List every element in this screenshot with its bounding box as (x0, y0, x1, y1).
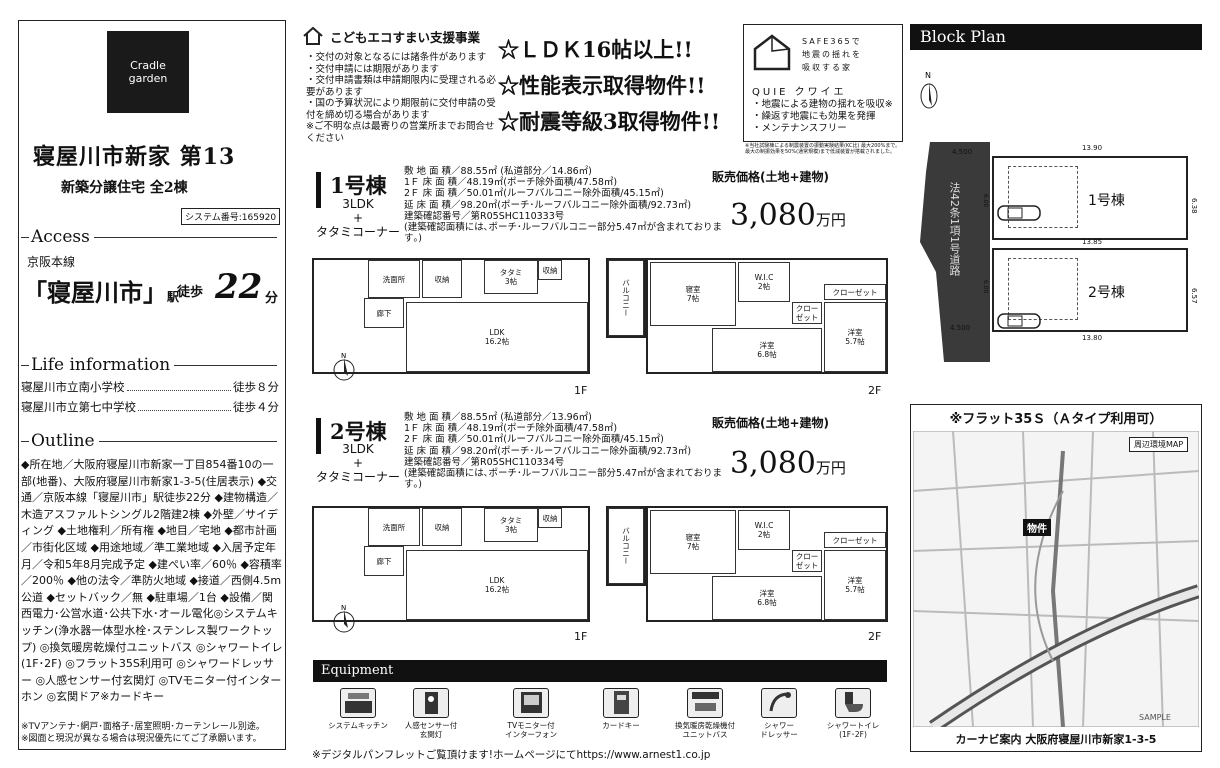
quie-box: SAFE365で地震の揺れを吸収する家 QUIE クワイエ ・地震による建物の揺… (743, 24, 903, 142)
equip-shower-dresser: シャワー ドレッサー (744, 688, 814, 739)
floor-label-1f: 1F (574, 630, 588, 643)
equip-bath-dryer: 換気暖房乾燥機付 ユニットバス (670, 688, 740, 739)
outline-text: ◆所在地／大阪府寝屋川市新家一丁目854番10の一部(地番)、大阪府寝屋川市新家… (21, 458, 283, 704)
car-icon (997, 313, 1041, 329)
access-minutes-unit: 分 (265, 291, 279, 306)
north-arrow-icon: N (918, 70, 940, 114)
pr-line-2: ☆性能表示取得物件!! (498, 73, 706, 98)
dim-road-2: 4.500 (950, 324, 971, 332)
house1-price-label: 販売価格(土地+建物) (712, 170, 830, 184)
quie-house-icon (753, 34, 791, 71)
dim-top: 13.90 (1082, 144, 1103, 152)
house2-name: 2号棟 (330, 419, 387, 444)
floor-label-2f: 2F (868, 384, 882, 397)
access-line: 京阪本線 (27, 255, 76, 269)
access-station: 「寝屋川市」駅 (23, 278, 180, 307)
house1-layout: 3LDK+タタミコーナー (315, 197, 400, 239)
equip-sensor-light: 人感センサー付 玄関灯 (396, 688, 466, 739)
road-label: 法42条1項1号道路 (948, 182, 961, 276)
floor-label-2f: 2F (868, 630, 882, 643)
dim-side-2: 6.57 (1190, 288, 1198, 304)
equip-card-key: カードキー (586, 688, 656, 730)
house2-specs: 敷 地 面 積／88.55㎡ (私道部分／13.96㎡)1Ｆ 床 面 積／48.… (404, 412, 723, 491)
life-item: 寝屋川市立南小学校徒歩８分 (21, 380, 279, 394)
map-title: ※フラット35Ｓ（Ａタイプ利用可） (949, 412, 1163, 427)
map-legend: 周辺環境MAP (1129, 437, 1189, 452)
lot-2 (992, 248, 1188, 332)
car-icon (997, 205, 1041, 221)
card-key-icon (603, 688, 639, 718)
house-icon (303, 26, 323, 45)
property-subtitle: 新築分譲住宅 全2棟 (61, 180, 188, 196)
property-title: 寝屋川市新家 第13 (33, 144, 236, 170)
outline-notes: ※TVアンテナ･網戸･面格子･居室照明･カーテンレール別途。 ※図面と現況が異な… (21, 722, 265, 744)
left-info-panel: Cradle garden 寝屋川市新家 第13 新築分譲住宅 全2棟 システム… (18, 20, 286, 750)
house1-specs: 敷 地 面 積／88.55㎡ (私道部分／14.86㎡)1Ｆ 床 面 積／48.… (404, 166, 723, 245)
house1-name: 1号棟 (330, 173, 387, 198)
dim-depth-1: 6.00 (982, 194, 989, 208)
access-minutes: 22 (215, 267, 263, 307)
map-caption: カーナビ案内 大阪府寝屋川市新家1-3-5 (955, 733, 1157, 746)
dim-mid: 13.85 (1082, 238, 1103, 246)
equip-shower-toilet: シャワートイレ (1F･2F) (818, 688, 888, 739)
shower-icon (761, 688, 797, 718)
lot-1-label: 1号棟 (1088, 193, 1125, 209)
equip-kitchen: システムキッチン (323, 688, 393, 730)
block-plan-heading: Block Plan (910, 24, 1202, 50)
road-area (920, 142, 990, 362)
access-heading: Access (19, 227, 277, 247)
dim-road-1: 4.500 (952, 148, 973, 156)
house2-bar (316, 418, 321, 454)
life-item: 寝屋川市立第七中学校徒歩４分 (21, 400, 279, 414)
footer-note: ※デジタルパンフレットご覧頂けます!ホームページにてhttps://www.ar… (312, 749, 711, 761)
house2-layout: 3LDK+タタミコーナー (315, 442, 400, 484)
dim-depth-2: 6.00 (982, 280, 989, 294)
eco-list: ・交付の対象となるには諸条件があります ・交付申請には期限があります ・交付申請… (306, 52, 497, 144)
kitchen-icon (340, 688, 376, 718)
equip-intercom: TVモニター付 インターフォン (496, 688, 566, 739)
north-arrow-icon: N (333, 604, 355, 638)
sensor-light-icon (413, 688, 449, 718)
lot-2-label: 2号棟 (1088, 285, 1125, 301)
area-map (913, 431, 1199, 727)
house2-price-label: 販売価格(土地+建物) (712, 416, 830, 430)
quie-note: ※当社試験棟による制震装置の振動実験結果(KC比) 最大200%まで。最大の制振… (745, 143, 901, 155)
bath-dryer-icon (687, 688, 723, 718)
outline-heading: Outline (19, 431, 277, 451)
house1-bar (316, 172, 321, 208)
quie-name: QUIE クワイエ (752, 87, 847, 98)
equipment-heading: Equipment (313, 660, 887, 682)
eco-heading: こどもエコすまい支援事業 (302, 26, 480, 46)
lot-1 (992, 156, 1188, 240)
block-plan-diagram: 法42条1項1号道路 1号棟 2号棟 13.90 13.85 13.80 6.3… (912, 52, 1202, 362)
floor-label-1f: 1F (574, 384, 588, 397)
quie-features: ・地震による建物の揺れを吸収※・繰返す地震にも効果を発揮・メンテナンスフリー (752, 99, 893, 134)
house1-price: 3,080万円 (730, 198, 846, 233)
dim-bottom: 13.80 (1082, 334, 1103, 342)
system-number: システム番号:165920 (181, 208, 281, 225)
life-heading: Life information (19, 355, 277, 375)
svg-text:N: N (925, 71, 931, 80)
area-map-box: ※フラット35Ｓ（Ａタイプ利用可） 周辺環境MAP 物件 SAMPLE カーナビ… (910, 404, 1202, 752)
svg-text:N: N (341, 352, 346, 360)
property-marker: 物件 (1023, 519, 1051, 536)
house2-price: 3,080万円 (730, 446, 846, 481)
pr-line-3: ☆耐震等級3取得物件!! (498, 109, 721, 134)
quie-tagline: SAFE365で地震の揺れを吸収する家 (802, 37, 862, 72)
brand-logo-line1: Cradle (130, 59, 166, 72)
access-walk-label: 徒歩 (177, 285, 204, 300)
brand-logo: Cradle garden (107, 31, 189, 113)
toilet-icon (835, 688, 871, 718)
pr-line-1: ☆ＬＤＫ16帖以上!! (498, 37, 693, 62)
svg-text:N: N (341, 604, 346, 612)
intercom-icon (513, 688, 549, 718)
dim-side-1: 6.38 (1190, 198, 1198, 214)
sample-watermark: SAMPLE (1139, 713, 1171, 722)
brand-logo-line2: garden (128, 72, 168, 85)
north-arrow-icon: N (333, 352, 355, 386)
